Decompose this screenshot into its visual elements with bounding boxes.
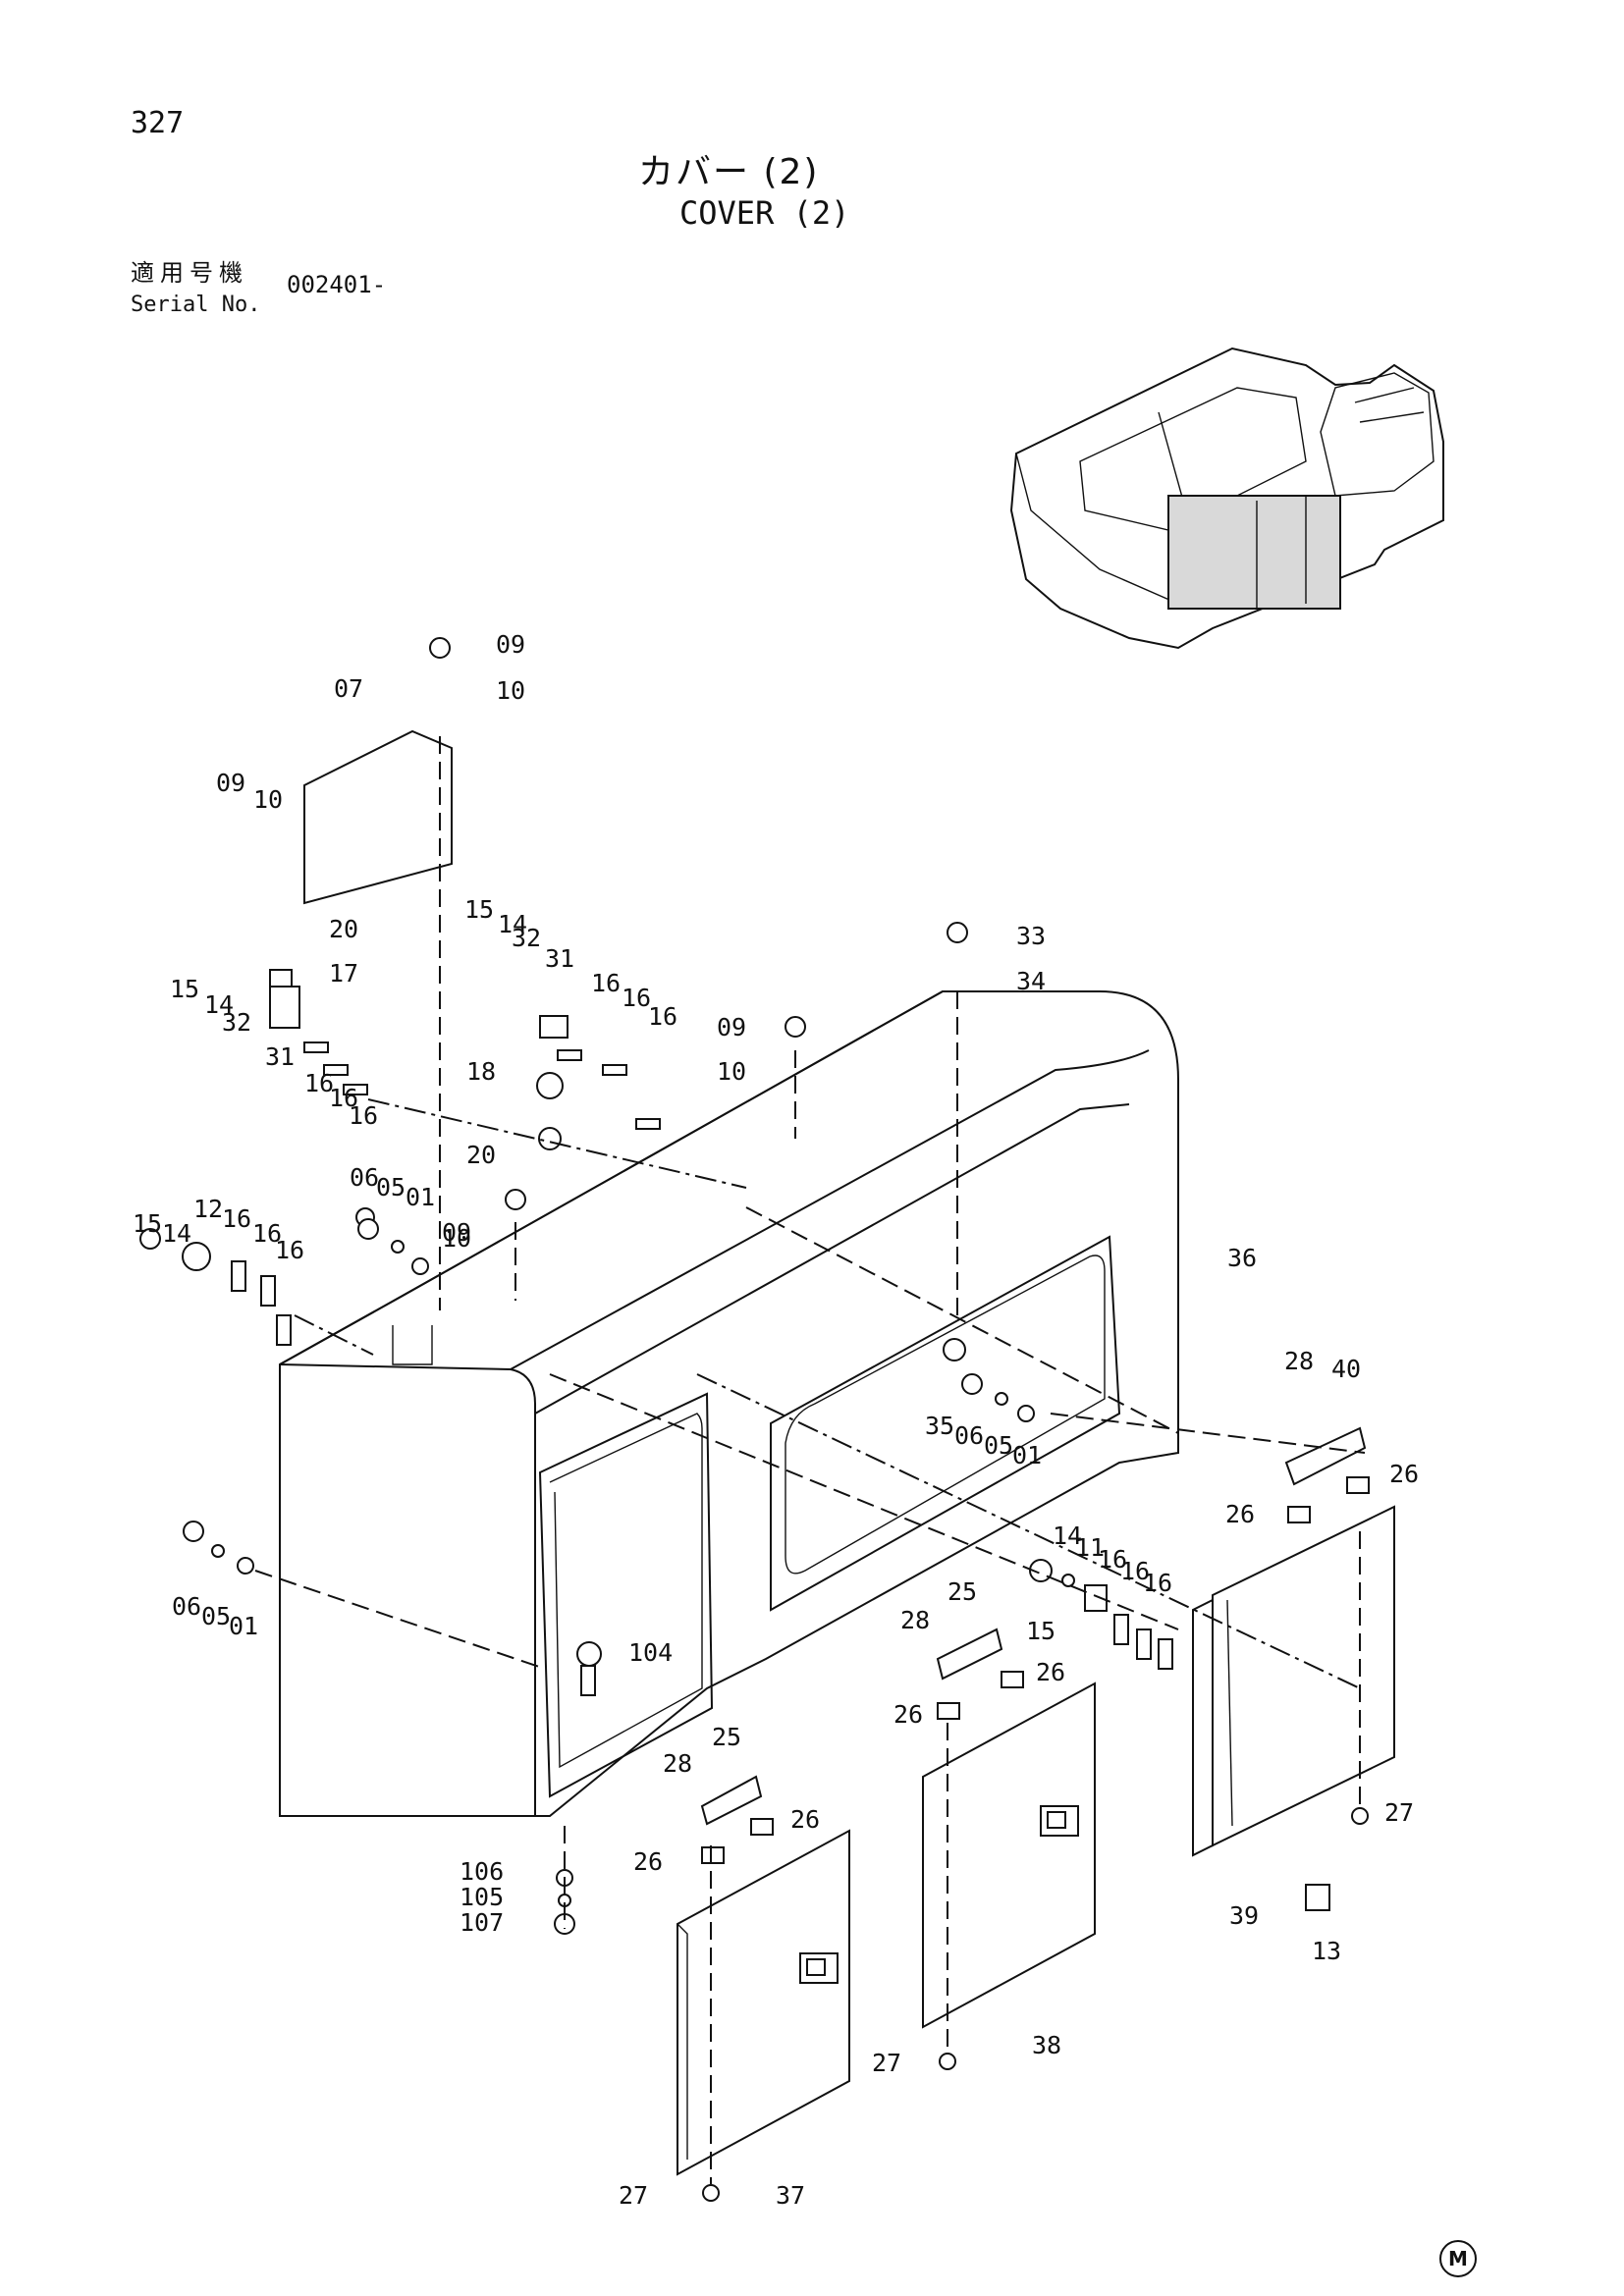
callout-10: 10 bbox=[253, 785, 283, 814]
callout-16: 16 bbox=[1143, 1569, 1172, 1597]
title-japanese: カバー (2) bbox=[638, 152, 820, 192]
callout-32: 32 bbox=[512, 924, 541, 952]
callout-28: 28 bbox=[1284, 1347, 1314, 1375]
callout-16: 16 bbox=[222, 1204, 251, 1233]
callout-16: 16 bbox=[252, 1219, 282, 1248]
callout-15: 15 bbox=[1026, 1617, 1056, 1645]
handle-40 bbox=[1284, 1426, 1367, 1486]
callout-16: 16 bbox=[275, 1236, 304, 1264]
callout-38: 38 bbox=[1032, 2031, 1061, 2059]
callout-27: 27 bbox=[1384, 1798, 1414, 1827]
serial-number-value: 002401- bbox=[287, 271, 387, 298]
callout-17: 17 bbox=[329, 959, 358, 988]
callout-26: 26 bbox=[790, 1805, 820, 1834]
callout-104: 104 bbox=[628, 1638, 673, 1667]
callout-37: 37 bbox=[776, 2181, 805, 2210]
callout-31: 31 bbox=[265, 1042, 295, 1071]
callout-05: 05 bbox=[984, 1431, 1013, 1460]
callout-10: 10 bbox=[442, 1224, 471, 1253]
serial-label-english: Serial No. bbox=[131, 293, 261, 317]
callout-14: 14 bbox=[498, 910, 527, 938]
handle-25-right bbox=[936, 1628, 1003, 1681]
callout-31: 31 bbox=[545, 944, 574, 973]
callout-11: 11 bbox=[1075, 1533, 1105, 1562]
assembly-lines bbox=[254, 736, 1366, 2184]
callout-33: 33 bbox=[1016, 922, 1046, 950]
door-38 bbox=[922, 1682, 1096, 2029]
callout-10: 10 bbox=[496, 676, 525, 705]
callout-40: 40 bbox=[1331, 1355, 1361, 1383]
hardware-parts bbox=[139, 637, 1370, 2202]
callout-27: 27 bbox=[872, 2049, 901, 2077]
callout-105: 105 bbox=[460, 1883, 504, 1911]
callout-28: 28 bbox=[900, 1606, 930, 1634]
page-number: 327 bbox=[131, 106, 185, 140]
callout-labels: 0910070910201715143231161616151432311616… bbox=[133, 630, 1419, 2210]
title-english: COVER (2) bbox=[679, 194, 850, 232]
callout-36: 36 bbox=[1227, 1244, 1257, 1272]
callout-25: 25 bbox=[947, 1577, 977, 1606]
callout-26: 26 bbox=[633, 1847, 663, 1876]
callout-27: 27 bbox=[619, 2181, 648, 2210]
callout-107: 107 bbox=[460, 1908, 504, 1937]
callout-26: 26 bbox=[1225, 1500, 1255, 1528]
callout-20: 20 bbox=[466, 1141, 496, 1169]
callout-34: 34 bbox=[1016, 967, 1046, 995]
door-39 bbox=[1192, 1505, 1395, 1857]
callout-06: 06 bbox=[954, 1421, 984, 1450]
callout-09: 09 bbox=[442, 1218, 471, 1247]
callout-10: 10 bbox=[717, 1057, 746, 1086]
callout-16: 16 bbox=[591, 969, 621, 997]
callout-14: 14 bbox=[1053, 1522, 1082, 1550]
handle-25-left bbox=[700, 1775, 763, 1826]
callout-01: 01 bbox=[406, 1183, 435, 1211]
callout-16: 16 bbox=[349, 1101, 378, 1130]
circled-m-mark: M bbox=[1439, 2240, 1477, 2277]
callout-09: 09 bbox=[216, 769, 245, 797]
callout-14: 14 bbox=[162, 1219, 191, 1248]
callout-35: 35 bbox=[925, 1412, 954, 1440]
callout-15: 15 bbox=[170, 975, 199, 1003]
callout-18: 18 bbox=[466, 1057, 496, 1086]
callout-09: 09 bbox=[496, 630, 525, 659]
callout-16: 16 bbox=[1098, 1545, 1127, 1574]
callout-01: 01 bbox=[1012, 1441, 1042, 1469]
callout-20: 20 bbox=[329, 915, 358, 943]
cover-body-36 bbox=[279, 990, 1179, 1817]
machine-key-map bbox=[1009, 347, 1444, 650]
callout-16: 16 bbox=[304, 1069, 334, 1097]
callout-15: 15 bbox=[133, 1209, 162, 1238]
callout-26: 26 bbox=[1036, 1658, 1065, 1686]
callout-14: 14 bbox=[204, 990, 234, 1019]
callout-12: 12 bbox=[193, 1195, 223, 1223]
callout-25: 25 bbox=[712, 1723, 741, 1751]
callout-16: 16 bbox=[1120, 1557, 1150, 1585]
callout-13: 13 bbox=[1312, 1937, 1341, 1965]
callout-28: 28 bbox=[663, 1749, 692, 1778]
callout-06: 06 bbox=[172, 1592, 201, 1621]
callout-39: 39 bbox=[1229, 1901, 1259, 1930]
callout-32: 32 bbox=[222, 1008, 251, 1037]
serial-label-japanese: 適用号機 bbox=[131, 259, 248, 287]
callout-09: 09 bbox=[717, 1013, 746, 1041]
callout-26: 26 bbox=[1389, 1460, 1419, 1488]
callout-06: 06 bbox=[350, 1163, 379, 1192]
callout-26: 26 bbox=[893, 1700, 923, 1729]
door-37 bbox=[677, 1829, 850, 2176]
callout-07: 07 bbox=[334, 674, 363, 703]
callout-16: 16 bbox=[622, 984, 651, 1012]
callout-106: 106 bbox=[460, 1857, 504, 1886]
callout-05: 05 bbox=[376, 1173, 406, 1201]
callout-16: 16 bbox=[329, 1084, 358, 1112]
callout-01: 01 bbox=[229, 1612, 258, 1640]
callout-05: 05 bbox=[201, 1602, 231, 1630]
plate-07 bbox=[303, 729, 453, 905]
callout-15: 15 bbox=[464, 895, 494, 924]
callout-16: 16 bbox=[648, 1002, 677, 1031]
